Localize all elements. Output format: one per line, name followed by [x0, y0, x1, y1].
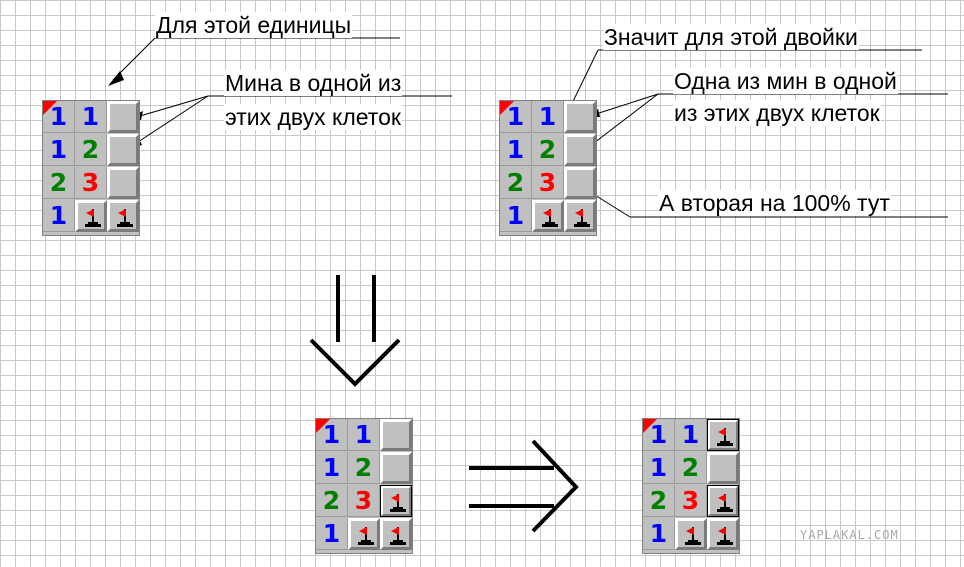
number-cell: 1: [43, 134, 75, 166]
flagged-cell[interactable]: [380, 518, 412, 550]
number-cell: 3: [532, 167, 564, 199]
watermark: YAPLAKAL.COM: [800, 528, 899, 542]
number-cell: 1: [75, 101, 107, 133]
flag-icon: [117, 209, 133, 227]
number-cell: 1: [532, 101, 564, 133]
number-cell: 1: [500, 134, 532, 166]
flagged-cell[interactable]: [707, 485, 739, 517]
closed-cell[interactable]: [564, 134, 596, 166]
corner-marker: [500, 101, 514, 115]
label-one-mine-line2: из этих двух клеток: [673, 100, 881, 126]
number-cell: 1: [316, 419, 348, 451]
flag-icon: [717, 494, 733, 512]
number-cell: 2: [500, 167, 532, 199]
number-cell: 2: [316, 485, 348, 517]
flag-icon: [358, 527, 374, 545]
flagged-cell[interactable]: [532, 200, 564, 232]
flagged-cell[interactable]: [107, 200, 139, 232]
flag-icon: [390, 527, 406, 545]
label-for-this-two: Значит для этой двойки: [603, 24, 859, 50]
number-cell: 3: [348, 485, 380, 517]
flag-icon: [717, 527, 733, 545]
number-cell: 1: [643, 419, 675, 451]
label-one-mine-line1: Одна из мин в одной: [673, 68, 898, 94]
number-cell: 3: [675, 485, 707, 517]
number-cell: 1: [316, 452, 348, 484]
flag-icon: [717, 428, 733, 446]
label-for-this-one: Для этой единицы: [155, 12, 353, 38]
closed-cell[interactable]: [107, 101, 139, 133]
number-cell: 2: [348, 452, 380, 484]
number-cell: 1: [43, 101, 75, 133]
number-cell: 1: [643, 518, 675, 550]
corner-marker: [643, 419, 657, 433]
label-second-mine: А вторая на 100% тут: [658, 190, 891, 216]
flag-icon: [685, 527, 701, 545]
flagged-cell[interactable]: [380, 485, 412, 517]
label-mine-one-line2: этих двух клеток: [224, 104, 402, 130]
number-cell: 1: [348, 419, 380, 451]
closed-cell[interactable]: [564, 101, 596, 133]
number-cell: 2: [532, 134, 564, 166]
flagged-cell[interactable]: [707, 419, 739, 451]
flagged-cell[interactable]: [75, 200, 107, 232]
number-cell: 2: [675, 452, 707, 484]
number-cell: 2: [43, 167, 75, 199]
closed-cell[interactable]: [107, 167, 139, 199]
number-cell: 1: [316, 518, 348, 550]
closed-cell[interactable]: [380, 452, 412, 484]
closed-cell[interactable]: [707, 452, 739, 484]
flagged-cell[interactable]: [348, 518, 380, 550]
closed-cell[interactable]: [564, 167, 596, 199]
closed-cell[interactable]: [380, 419, 412, 451]
number-cell: 3: [75, 167, 107, 199]
corner-marker: [43, 101, 57, 115]
flag-icon: [542, 209, 558, 227]
label-mine-one-line1: Мина в одной из: [224, 70, 403, 96]
flagged-cell[interactable]: [707, 518, 739, 550]
corner-marker: [316, 419, 330, 433]
number-cell: 1: [500, 200, 532, 232]
flag-icon: [574, 209, 590, 227]
number-cell: 1: [43, 200, 75, 232]
number-cell: 1: [500, 101, 532, 133]
closed-cell[interactable]: [107, 134, 139, 166]
flag-icon: [390, 494, 406, 512]
number-cell: 1: [675, 419, 707, 451]
flag-icon: [85, 209, 101, 227]
number-cell: 1: [643, 452, 675, 484]
flagged-cell[interactable]: [564, 200, 596, 232]
flagged-cell[interactable]: [675, 518, 707, 550]
number-cell: 2: [643, 485, 675, 517]
number-cell: 2: [75, 134, 107, 166]
